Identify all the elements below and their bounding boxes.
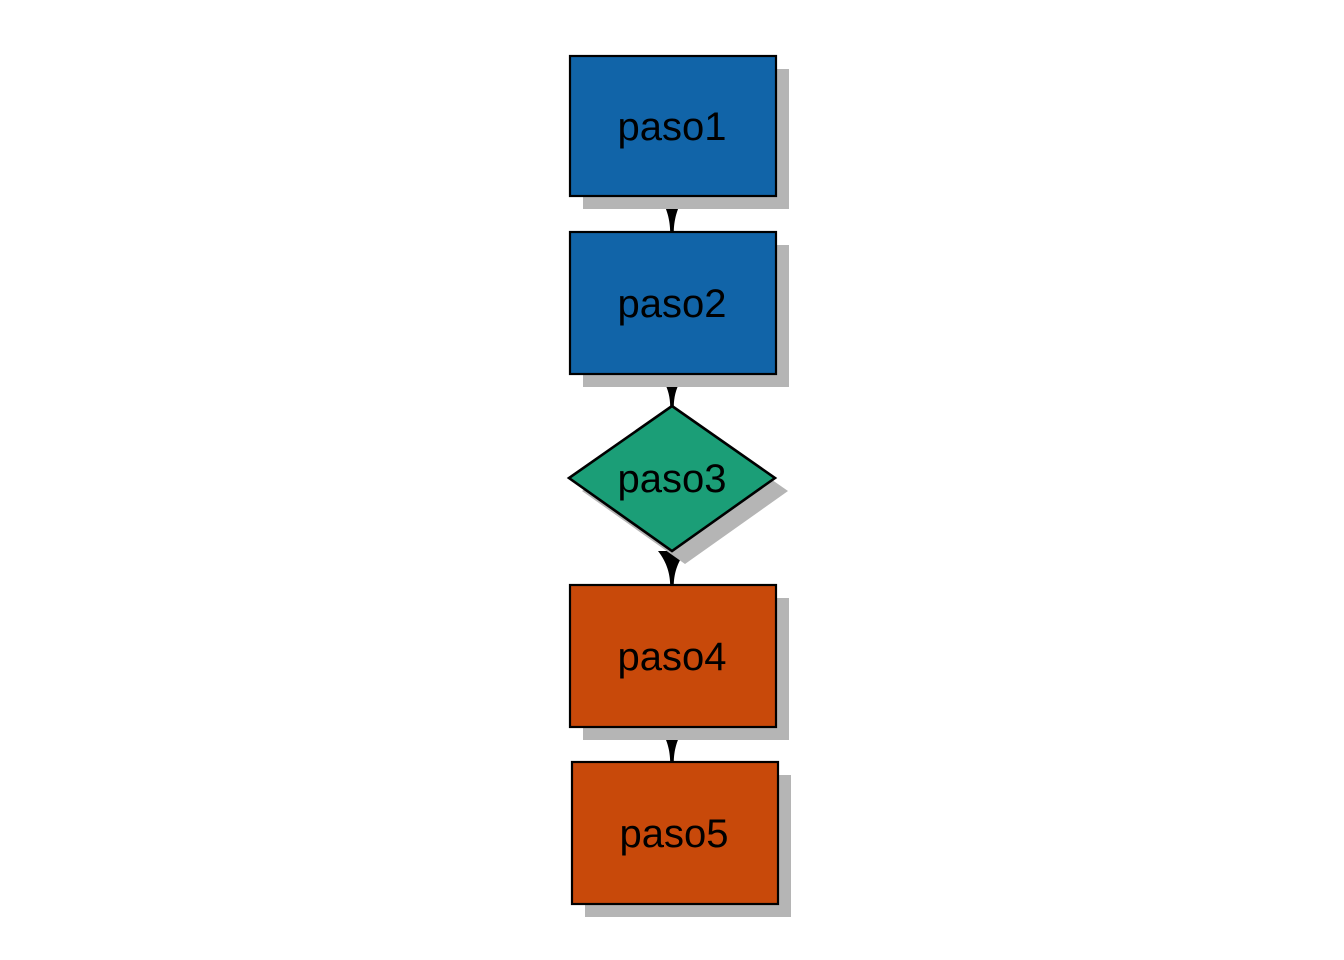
node-paso4-label: paso4: [618, 635, 727, 679]
node-paso1-label: paso1: [618, 105, 727, 149]
node-paso3-shape: [566, 404, 778, 553]
node-paso5: paso5: [570, 760, 791, 917]
node-paso3: paso3: [566, 404, 788, 564]
node-paso2-label: paso2: [618, 282, 727, 326]
node-paso1-shape: [568, 54, 778, 198]
node-paso4: paso4: [568, 583, 789, 740]
node-paso4-shape: [568, 583, 778, 729]
node-paso5-label: paso5: [620, 812, 729, 856]
node-paso5-shape: [570, 760, 780, 906]
node-paso1: paso1: [568, 54, 789, 209]
node-paso3-label: paso3: [618, 457, 727, 501]
node-paso2: paso2: [568, 230, 789, 387]
node-paso2-shape: [568, 230, 778, 376]
